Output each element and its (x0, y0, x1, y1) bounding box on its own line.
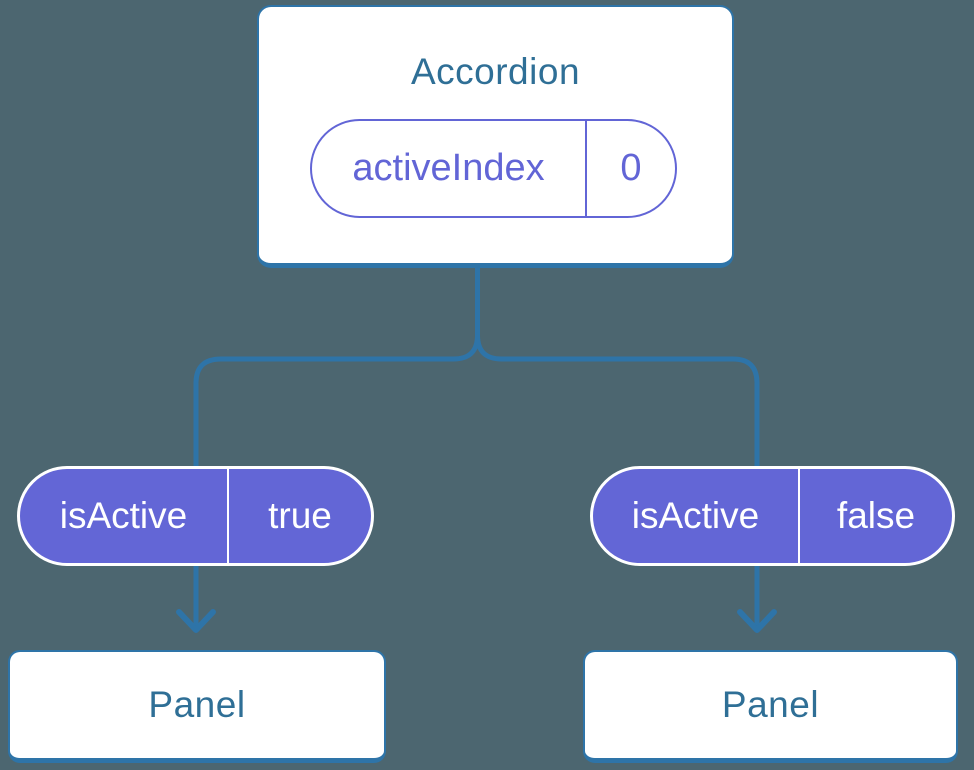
panel-label: Panel (148, 684, 246, 725)
panel-card-right: Panel (583, 650, 958, 763)
arrow-down-icon (176, 609, 216, 633)
prop-value: true (227, 469, 371, 563)
prop-name: isActive (59, 495, 188, 536)
panel-card-left: Panel (8, 650, 386, 763)
panel-label: Panel (721, 684, 820, 725)
prop-name: isActive (631, 495, 760, 536)
state-pill-activeindex: activeIndex 0 (310, 119, 677, 218)
prop-pill-isactive-false: isActive false (590, 466, 955, 566)
prop-pill-isactive-true: isActive true (17, 466, 374, 566)
connector-left-line (193, 266, 480, 626)
prop-value: false (798, 469, 952, 563)
accordion-title: Accordion (410, 51, 581, 92)
state-value: 0 (585, 121, 675, 216)
connector-right-line (475, 266, 760, 626)
state-name: activeIndex (352, 147, 545, 189)
arrow-down-icon (737, 609, 777, 633)
